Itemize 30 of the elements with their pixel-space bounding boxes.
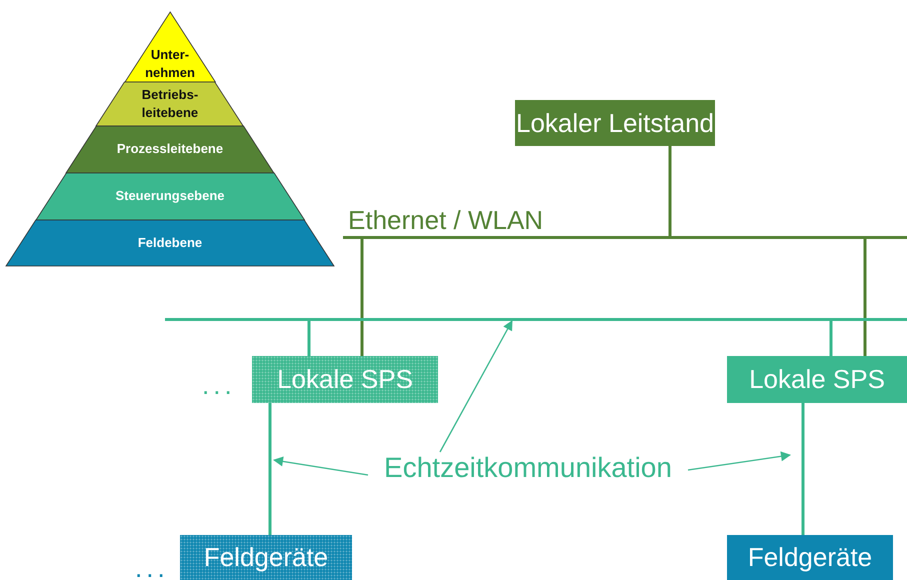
- pyramid-level: [96, 82, 244, 126]
- pyramid-level: [36, 173, 304, 220]
- connector-line: [268, 403, 272, 535]
- pyramid-level: [66, 126, 274, 173]
- realtime-bus-line: [165, 317, 907, 321]
- plc-box: Lokale SPS: [727, 356, 907, 403]
- level-label: Betriebs- leitebene: [140, 86, 200, 122]
- level-label: Unter- nehmen: [144, 46, 196, 82]
- leader-arrow: [439, 320, 513, 452]
- plc-box: Lokale SPS: [252, 356, 438, 403]
- connector-line: [830, 319, 832, 356]
- connector-line: [668, 146, 672, 237]
- pyramid-level: [124, 12, 216, 82]
- level-label: Feldebene: [138, 234, 202, 252]
- level-label: Steuerungsebene: [115, 187, 225, 206]
- connector-line: [308, 319, 310, 356]
- field-device-box: Feldgeräte: [727, 535, 893, 580]
- connector-line: [360, 237, 364, 356]
- connector-line: [802, 403, 804, 535]
- leader-arrow: [688, 451, 791, 471]
- control-room-box: Lokaler Leitstand: [515, 100, 715, 146]
- ellipsis-text: ...: [135, 553, 169, 580]
- level-label: Prozessleitebene: [116, 140, 224, 158]
- note-text: Echtzeitkommunikation: [368, 452, 688, 484]
- connector-line: [864, 237, 866, 356]
- network-label: Ethernet / WLAN: [348, 205, 544, 236]
- field-device-box: Feldgeräte: [180, 535, 352, 580]
- pyramid-level: [6, 220, 334, 266]
- ellipsis-text: ...: [202, 370, 236, 401]
- leader-arrow: [273, 456, 368, 476]
